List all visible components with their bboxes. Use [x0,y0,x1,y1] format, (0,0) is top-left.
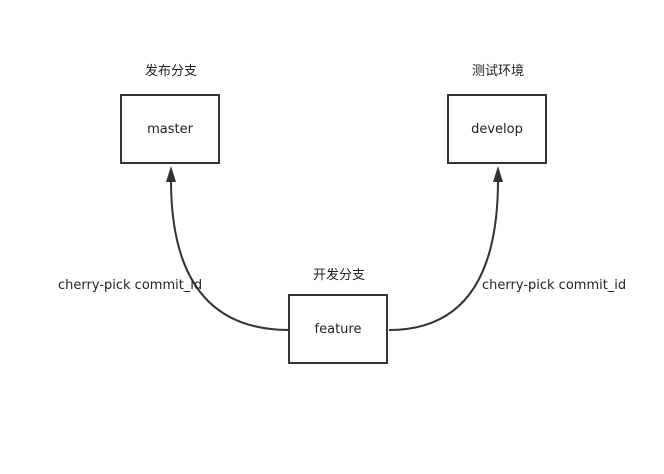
edge-label-develop: cherry-pick commit_id [482,278,627,293]
master-node: master [120,94,220,164]
master-label: master [147,121,193,137]
develop-caption: 测试环境 [471,64,524,79]
edge-feature-to-develop [388,179,499,331]
arrowhead-master [166,166,176,182]
master-caption: 发布分支 [144,64,197,79]
feature-caption: 开发分支 [312,268,365,283]
develop-label: develop [471,121,523,137]
feature-node: feature [288,294,388,364]
edge-feature-to-master [170,179,290,331]
arrowhead-develop [493,166,503,182]
edge-label-master: cherry-pick commit_id [58,278,203,293]
feature-label: feature [314,321,362,337]
develop-node: develop [447,94,547,164]
